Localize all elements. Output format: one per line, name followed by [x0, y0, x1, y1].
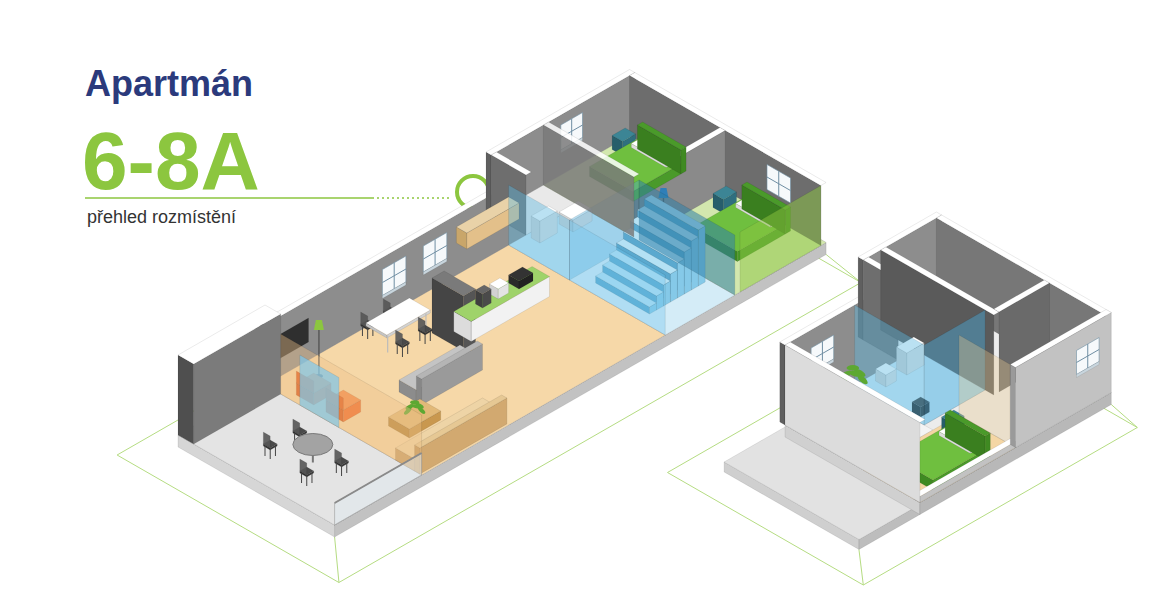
- fridge: [432, 271, 476, 296]
- chair-leg: [301, 473, 302, 483]
- glass-wall: [639, 180, 735, 295]
- exterior-wall: [785, 345, 920, 503]
- subtitle: přehled rozmístění: [87, 208, 236, 226]
- ground-outline: [859, 550, 863, 586]
- terrace-table: [293, 434, 333, 456]
- chair-leg: [336, 463, 337, 473]
- inner-wall: [881, 247, 999, 315]
- glass-railing: [335, 453, 422, 525]
- railing-top: [335, 453, 422, 503]
- front-wall: [915, 439, 1016, 497]
- nightstand: [612, 128, 636, 142]
- chair-leg: [265, 446, 266, 456]
- leader-dotted: [372, 197, 452, 198]
- appliance: [490, 278, 509, 289]
- glass-wall: [959, 335, 1010, 445]
- window-sill: [382, 282, 406, 299]
- chair-leg: [397, 344, 398, 354]
- headboard: [742, 182, 791, 210]
- terrace-wall: [178, 355, 194, 444]
- ground-outline: [335, 537, 339, 583]
- inner-wall: [994, 280, 1050, 312]
- table-leg: [387, 336, 388, 353]
- plant-leaf: [412, 404, 422, 410]
- back-wall: [858, 212, 942, 260]
- headboard: [637, 122, 686, 150]
- window-frame: [382, 269, 405, 283]
- lamp-shade: [314, 320, 324, 330]
- chair-leg: [407, 344, 408, 354]
- chair-leg: [430, 331, 431, 341]
- glass-wall: [265, 325, 422, 475]
- chair-leg: [425, 334, 426, 344]
- sofa: [416, 341, 482, 379]
- ground-outline: [1111, 405, 1137, 428]
- chair-back: [300, 459, 307, 475]
- headboard: [681, 147, 686, 174]
- chair-leg: [346, 463, 347, 473]
- chair-leg: [419, 331, 420, 341]
- front-wall: [920, 442, 1016, 503]
- title-word: Apartmán: [85, 66, 253, 102]
- chair-leg: [402, 347, 403, 357]
- chair-leg: [311, 473, 312, 483]
- appliance: [476, 285, 492, 294]
- chair-leg: [275, 446, 276, 456]
- chair-leg: [306, 476, 307, 486]
- front-wall: [1016, 313, 1112, 448]
- kitchen-island: [454, 267, 550, 322]
- nightstand: [713, 186, 737, 200]
- front-wall: [1010, 365, 1015, 448]
- second-unit: [668, 212, 1138, 585]
- back-wall: [491, 152, 531, 175]
- chair-back: [418, 317, 425, 333]
- chair-leg: [341, 466, 342, 476]
- unit-code: 6-8A: [82, 120, 260, 202]
- sofa: [415, 395, 507, 448]
- chair-back: [263, 432, 270, 448]
- sofa: [422, 344, 483, 405]
- plant-leaf: [847, 365, 860, 371]
- cooktop: [509, 267, 533, 281]
- window-sill: [1077, 362, 1100, 378]
- back-wall: [486, 152, 491, 215]
- chair-leg: [367, 329, 368, 339]
- chair-leg: [362, 326, 363, 336]
- chair-back: [293, 419, 300, 435]
- stair-step: [670, 270, 677, 302]
- window-frame: [767, 177, 790, 191]
- glass-wall: [509, 185, 570, 280]
- window-frame: [1076, 350, 1099, 363]
- partition-wall: [543, 122, 639, 177]
- partition-wall: [543, 125, 634, 237]
- back-wall: [780, 342, 785, 425]
- dining-table: [366, 298, 430, 335]
- terrace-wall: [178, 305, 281, 364]
- chair-back: [335, 449, 342, 465]
- glass-door: [300, 355, 339, 428]
- glass-wall: [740, 186, 821, 293]
- exterior-wall: [785, 342, 925, 423]
- plant-leaf: [410, 400, 419, 404]
- chair-back: [396, 330, 403, 346]
- window-frame: [423, 246, 446, 260]
- chair-leg: [270, 449, 271, 459]
- ground-outline: [826, 255, 861, 283]
